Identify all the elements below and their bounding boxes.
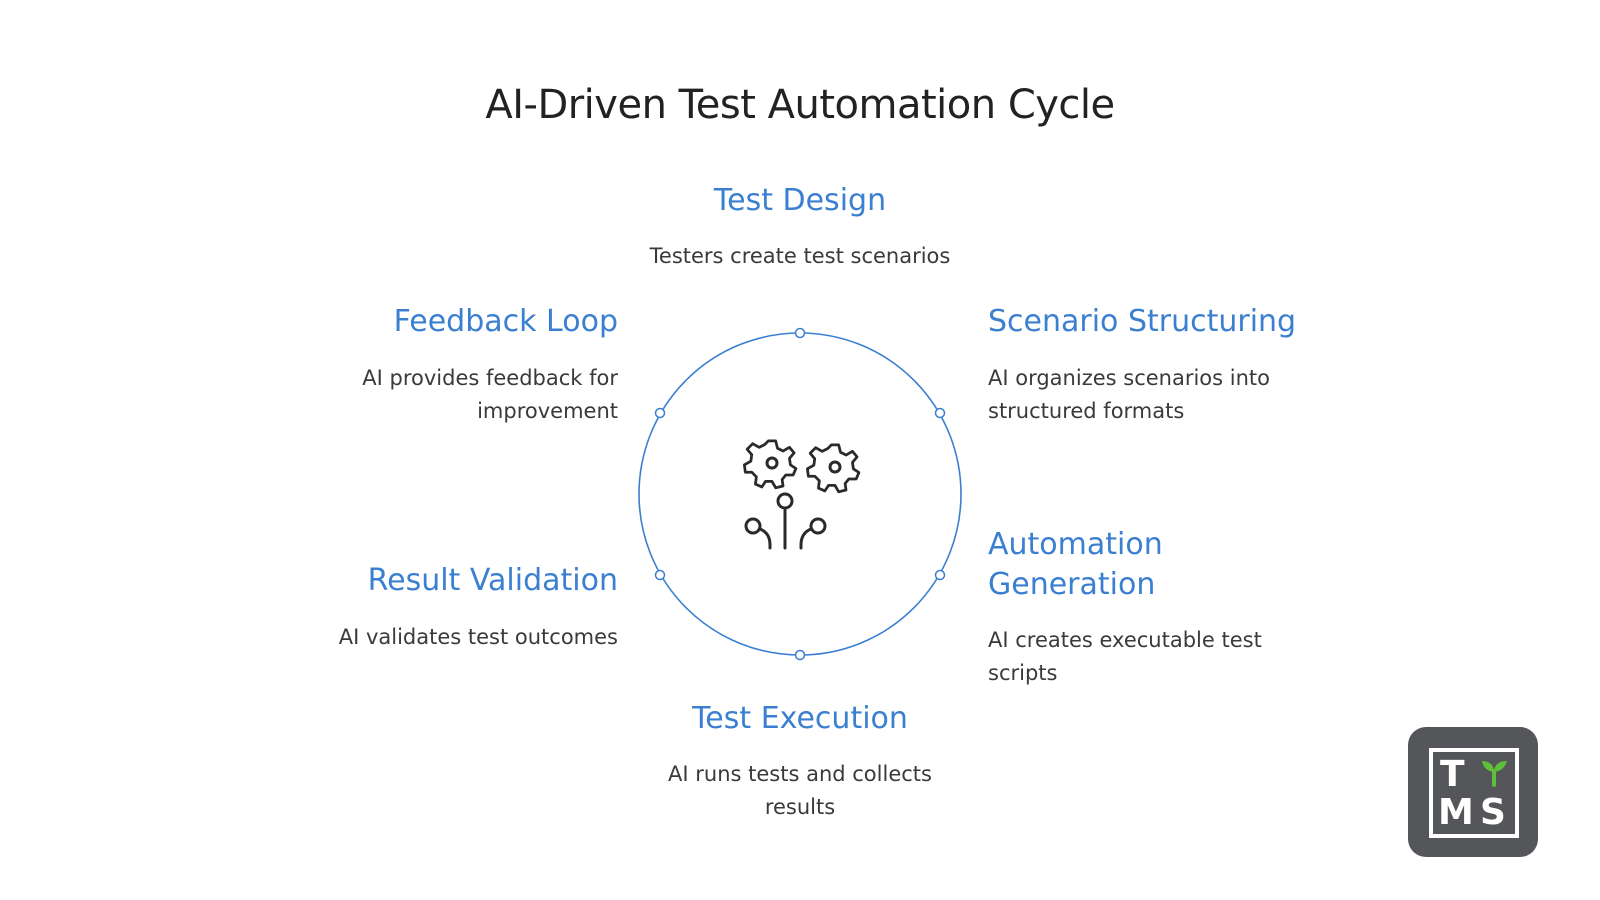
node-marker-result-validation — [654, 569, 666, 581]
node-heading-test-execution: Test Execution — [692, 701, 908, 736]
node-heading-result-validation: Result Validation — [367, 563, 618, 598]
description-line: AI runs tests and collects — [668, 762, 932, 786]
heading-line: Generation — [988, 567, 1156, 602]
node-marker-feedback-loop — [654, 407, 666, 419]
node-description-automation-generation: AI creates executable test scripts — [988, 624, 1388, 690]
heading-line: Automation — [988, 527, 1163, 562]
node-description-scenario-structuring: AI organizes scenarios into structured f… — [988, 362, 1388, 428]
logo-letter-s: S — [1480, 792, 1506, 833]
node-marker-automation-generation — [934, 569, 946, 581]
description-line: AI provides feedback for — [362, 366, 618, 390]
description-line: AI organizes scenarios into — [988, 366, 1270, 390]
node-heading-feedback-loop: Feedback Loop — [393, 304, 618, 339]
sprout-icon — [1482, 761, 1507, 787]
node-heading-scenario-structuring: Scenario Structuring — [988, 304, 1297, 339]
gears-and-circuit-icon — [743, 439, 861, 550]
node-marker-scenario-structuring — [934, 407, 946, 419]
cycle-circle — [638, 332, 962, 656]
page-title: AI-Driven Test Automation Cycle — [485, 82, 1115, 128]
logo-letter-m: M — [1438, 792, 1474, 833]
logo-frame — [1429, 748, 1519, 838]
description-line: improvement — [477, 399, 618, 423]
node-marker-test-design — [794, 327, 806, 339]
description-line: structured formats — [988, 399, 1185, 423]
node-description-test-design: Testers create test scenarios — [649, 244, 951, 268]
tms-logo: T M S — [1408, 727, 1538, 857]
description-line: scripts — [988, 661, 1058, 685]
node-description-result-validation: AI validates test outcomes — [338, 625, 618, 649]
logo-letter-t: T — [1440, 754, 1465, 795]
node-marker-test-execution — [794, 649, 806, 661]
node-description-feedback-loop: AI provides feedback for improvement — [218, 362, 618, 428]
node-heading-test-design: Test Design — [713, 183, 887, 218]
node-heading-automation-generation: Automation Generation — [988, 525, 1388, 605]
description-line: results — [764, 795, 836, 819]
node-description-test-execution: AI runs tests and collects results — [550, 758, 1050, 824]
description-line: AI creates executable test — [988, 628, 1262, 652]
